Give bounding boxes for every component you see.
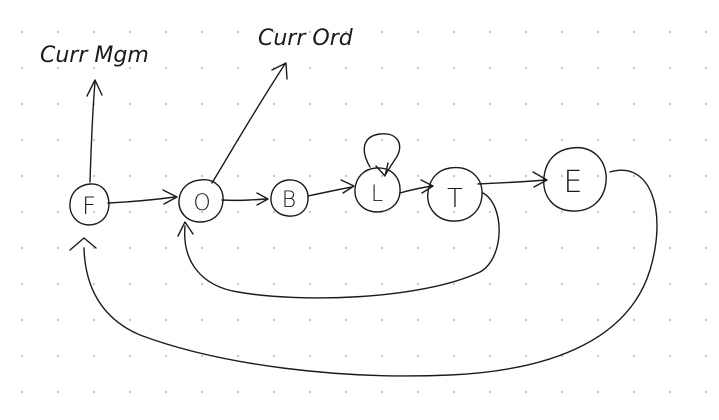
curr-ord-pointer [211, 62, 288, 184]
node-b-label: B [282, 188, 296, 213]
node-t: T [427, 166, 483, 222]
curr-mgm-arrowhead [86, 79, 103, 97]
node-f-label: F [82, 192, 96, 220]
curr-ord-arrow-line [211, 63, 286, 184]
node-f: F [69, 183, 110, 226]
node-o: O [178, 179, 224, 223]
edge-f-to-o [107, 189, 178, 205]
node-t-circle [427, 166, 483, 222]
curr-mgm-pointer [86, 79, 103, 183]
edge-b-to-l [307, 179, 355, 197]
curr-mgm-annotation: Curr Mgm [40, 43, 149, 68]
edge-o-to-b [221, 192, 269, 206]
edge-e-to-f [69, 169, 658, 377]
node-e-circle [543, 147, 607, 212]
edge-t-to-e [477, 171, 548, 188]
curr-ord-annotation: Curr Ord [258, 26, 354, 51]
node-o-circle [178, 179, 224, 223]
node-t-label: T [447, 184, 463, 214]
node-l: L [354, 167, 401, 213]
curr-mgm-arrow-line [89, 81, 96, 183]
node-e-label: E [564, 165, 583, 200]
node-b: B [270, 179, 309, 217]
node-l-circle [354, 167, 401, 213]
curr-ord-arrowhead [271, 62, 288, 80]
node-b-circle [270, 179, 309, 217]
edge-t-to-o [177, 192, 500, 299]
node-f-circle [69, 183, 110, 226]
node-o-label: O [193, 191, 210, 216]
node-l-label: L [371, 182, 383, 207]
edge-l-self-loop [363, 133, 401, 177]
node-e: E [543, 147, 607, 212]
